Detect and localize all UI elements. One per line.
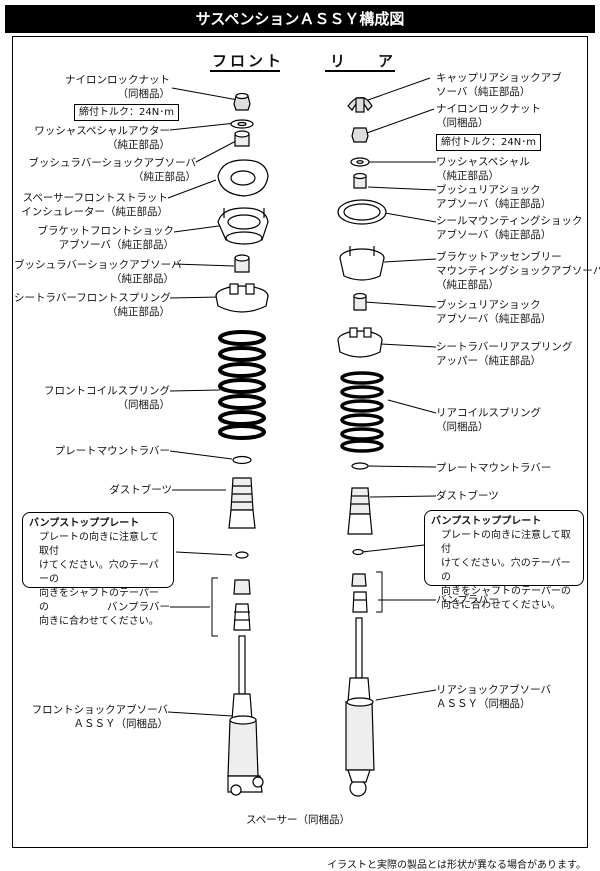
front-nylon-nut-text: ナイロンロックナット	[65, 74, 170, 86]
front-bracket-label: ブラケットフロントショック アブソーバ（純正部品）	[30, 224, 175, 252]
rear-bracket-text-3: （純正部品）	[436, 279, 499, 291]
rear-coil-label: リアコイルスプリング （同梱品）	[436, 406, 541, 434]
rear-bump-rubber-label: バンプラバー	[436, 594, 500, 606]
rear-note-body: プレートの向きに注意して取付 けてください。穴のテーパーの 向きをシャフトのテー…	[441, 530, 571, 611]
front-bracket-text: ブラケットフロントショック	[37, 225, 175, 237]
rear-header-r: リ	[330, 52, 346, 70]
front-washer-outer-sub: （純正部品）	[107, 139, 170, 151]
front-bush-rubber-1-text: ブッシュラバーショックアブソーバ	[28, 157, 196, 169]
rear-washer-label: ワッシャスペシャル （純正部品）	[436, 155, 530, 183]
rear-bush-1-text-2: アブソーバ（純正部品）	[436, 198, 552, 210]
rear-bush-1-text: ブッシュリアショック	[436, 184, 541, 196]
front-bush-rubber-1-sub: （純正部品）	[133, 171, 196, 183]
rear-shock-text-2: ＡＳＳＹ（同梱品）	[436, 698, 531, 710]
rear-bush-1-label: ブッシュリアショック アブソーバ（純正部品）	[436, 183, 551, 211]
diagram-frame	[12, 36, 588, 848]
front-seat-rubber-label: シートラバーフロントスプリング （純正部品）	[14, 291, 171, 319]
front-bracket-text-2: アブソーバ（純正部品）	[58, 239, 174, 251]
front-header-underline	[210, 70, 280, 72]
rear-seal-mount-label: シールマウンティングショック アブソーバ（純正部品）	[436, 214, 582, 242]
rear-bump-plate-note: バンプストッププレート プレートの向きに注意して取付 けてください。穴のテーパー…	[424, 510, 584, 611]
rear-seal-mount-text-2: アブソーバ（純正部品）	[436, 229, 552, 241]
rear-cap-label: キャップリアショックアブ ソーバ（純正部品）	[436, 71, 562, 99]
front-dust-boot-label: ダストブーツ	[109, 484, 172, 496]
rear-header-underline	[325, 70, 395, 72]
rear-coil-sub: （同梱品）	[436, 421, 489, 433]
rear-cap-text: キャップリアショックアブ	[436, 72, 562, 84]
front-torque-box: 締付トルク：24N･m	[74, 104, 179, 121]
front-washer-outer-label: ワッシャスペシャルアウター （純正部品）	[20, 124, 170, 152]
rear-washer-sub: （純正部品）	[436, 170, 499, 182]
front-shock-text-2: ＡＳＳＹ（同梱品）	[73, 718, 169, 730]
rear-bracket-text-2: マウンティングショックアブソーバ	[436, 265, 600, 277]
front-note-title: バンプストッププレート	[29, 518, 140, 529]
front-nylon-nut-sub: （同梱品）	[117, 88, 171, 100]
disclaimer-footer: イラストと実際の製品とは形状が異なる場合があります。	[327, 860, 586, 871]
rear-washer-text: ワッシャスペシャル	[436, 156, 530, 168]
front-coil-sub: （同梱品）	[117, 399, 171, 411]
front-plate-mount-label: プレートマウントラバー	[54, 445, 170, 457]
front-spacer-insulator-text: スペーサーフロントストラット	[22, 192, 168, 204]
rear-bush-2-text: ブッシュリアショック	[436, 299, 541, 311]
front-header: フロント	[212, 52, 285, 70]
rear-shock-text: リアショックアブソーバ	[436, 684, 551, 696]
rear-coil-text: リアコイルスプリング	[436, 407, 541, 419]
rear-torque-box: 締付トルク：24N･m	[436, 134, 541, 151]
rear-bush-2-label: ブッシュリアショック アブソーバ（純正部品）	[436, 298, 551, 326]
rear-cap-text-2: ソーバ（純正部品）	[436, 86, 531, 98]
front-bump-plate-note: バンプストッププレート プレートの向きに注意して取付 けてください。穴のテーパー…	[22, 512, 174, 627]
front-bush-rubber-1-label: ブッシュラバーショックアブソーバ （純正部品）	[14, 156, 196, 184]
front-shock-text: フロントショックアブソーバ	[31, 704, 168, 716]
rear-plate-mount-label: プレートマウントラバー	[436, 462, 552, 474]
rear-seal-mount-text: シールマウンティングショック	[436, 215, 583, 227]
rear-seat-rubber-text: シートラバーリアスプリング	[436, 341, 573, 353]
rear-nylon-nut-sub: （同梱品）	[436, 117, 489, 129]
rear-nylon-nut-text: ナイロンロックナット	[436, 103, 541, 115]
rear-note-title: バンプストッププレート	[431, 516, 542, 527]
front-bush-rubber-2-label: ブッシュラバーショックアブソーバ （純正部品）	[14, 258, 182, 286]
rear-shock-label: リアショックアブソーバ ＡＳＳＹ（同梱品）	[436, 683, 551, 711]
front-bush-rubber-2-text: ブッシュラバーショックアブソーバ	[14, 259, 182, 271]
front-shock-label: フロントショックアブソーバ ＡＳＳＹ（同梱品）	[20, 703, 168, 731]
rear-bush-2-text-2: アブソーバ（純正部品）	[436, 313, 552, 325]
rear-nylon-nut-label: ナイロンロックナット （同梱品）	[436, 102, 541, 130]
rear-bracket-label: ブラケットアッセンブリー マウンティングショックアブソーバ （純正部品）	[436, 250, 600, 292]
rear-dust-boot-label: ダストブーツ	[436, 490, 499, 502]
page-title: サスペンションＡＳＳＹ構成図	[5, 5, 595, 33]
rear-seat-rubber-label: シートラバーリアスプリング アッパー（純正部品）	[436, 340, 572, 368]
front-spacer-insulator-text-2: インシュレーター（純正部品）	[21, 206, 168, 218]
rear-header-a: ア	[378, 52, 394, 70]
front-seat-rubber-text: シートラバーフロントスプリング	[14, 292, 171, 304]
front-note-body: プレートの向きに注意して取付 けてください。穴のテーパーの 向きをシャフトのテー…	[39, 532, 159, 627]
front-coil-text: フロントコイルスプリング	[44, 385, 170, 397]
front-spacer-insulator-label: スペーサーフロントストラット インシュレーター（純正部品）	[14, 191, 168, 219]
front-seat-rubber-sub: （純正部品）	[107, 306, 170, 318]
front-bump-rubber-label: バンプラバー	[106, 601, 170, 613]
spacer-label: スペーサー（同梱品）	[246, 814, 351, 826]
front-coil-label: フロントコイルスプリング （同梱品）	[30, 384, 170, 412]
front-washer-outer-text: ワッシャスペシャルアウター	[34, 125, 170, 137]
rear-bracket-text: ブラケットアッセンブリー	[436, 251, 562, 263]
rear-seat-rubber-text-2: アッパー（純正部品）	[436, 355, 541, 367]
front-bush-rubber-2-sub: （純正部品）	[111, 273, 174, 285]
front-nylon-nut-label: ナイロンロックナット （同梱品）	[40, 73, 170, 101]
